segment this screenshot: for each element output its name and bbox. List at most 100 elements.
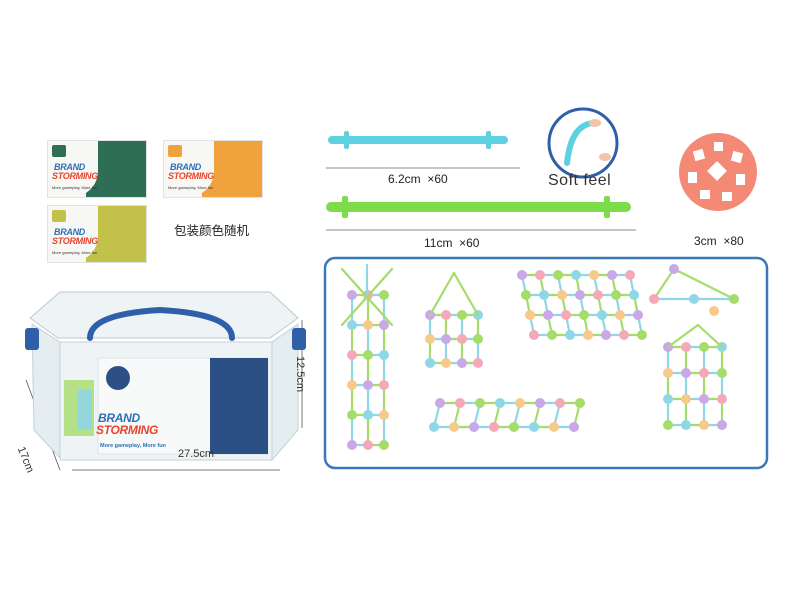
model-ball	[575, 290, 585, 300]
model-ball	[379, 410, 389, 420]
model-ball	[525, 310, 535, 320]
model-ball	[699, 394, 709, 404]
example-models	[340, 263, 739, 450]
model-ball	[663, 368, 673, 378]
model-ball	[565, 330, 575, 340]
model-ball	[601, 330, 611, 340]
long-stick-caption: 11cm ×60	[424, 236, 479, 250]
card-logo-icon	[52, 210, 66, 222]
card-brand-line1: BRAND	[54, 162, 85, 172]
model-ball	[455, 398, 465, 408]
box-width-label: 27.5cm	[178, 448, 215, 460]
model-ball	[681, 394, 691, 404]
model-ball	[363, 440, 373, 450]
examples-frame	[323, 256, 769, 470]
box-lid	[29, 291, 299, 339]
model-ball	[469, 422, 479, 432]
card-tagline: More gameplay, More fun	[168, 185, 214, 190]
model-ball	[547, 330, 557, 340]
card-tagline: More gameplay, More fun	[52, 185, 98, 190]
model-ball	[555, 398, 565, 408]
model-ball	[699, 342, 709, 352]
model-ball	[363, 410, 373, 420]
model-ball	[509, 422, 519, 432]
model-ball	[457, 358, 467, 368]
ball-qty: ×80	[723, 234, 744, 248]
model-ball	[681, 420, 691, 430]
ball-caption: 3cm ×80	[694, 234, 744, 248]
ball-size: 3cm	[694, 234, 717, 248]
model-ball	[571, 270, 581, 280]
model-ball	[347, 440, 357, 450]
model-ball	[495, 398, 505, 408]
model-ball	[593, 290, 603, 300]
model-ball	[663, 394, 673, 404]
card-brand-line1: BRAND	[170, 162, 201, 172]
short-stick-size: 6.2cm	[388, 172, 421, 186]
long-stick	[326, 202, 631, 212]
model-ball	[669, 264, 679, 274]
soft-feel-label: Soft feel	[548, 172, 612, 189]
model-ball	[681, 368, 691, 378]
card-brand-line1: BRAND	[54, 227, 85, 237]
card-logo-icon	[168, 145, 182, 157]
storage-box-illustration	[25, 291, 306, 471]
card-brand-line2: STORMING	[52, 171, 98, 181]
model-ball	[529, 422, 539, 432]
model-ball	[709, 306, 719, 316]
model-ball	[429, 422, 439, 432]
long-stick-illustration	[326, 196, 636, 231]
model-ball	[449, 422, 459, 432]
model-stick	[428, 271, 456, 317]
model-ball	[649, 294, 659, 304]
model-ball	[633, 310, 643, 320]
card-tagline: More gameplay, More fun	[52, 250, 98, 255]
connector-ball-illustration	[679, 133, 757, 211]
model-ball	[539, 290, 549, 300]
model-ball	[615, 310, 625, 320]
model-ball	[473, 358, 483, 368]
model-ball	[347, 410, 357, 420]
model-ball	[535, 398, 545, 408]
model-ball	[441, 334, 451, 344]
short-stick-caption: 6.2cm ×60	[388, 172, 448, 186]
model-stick	[652, 267, 676, 301]
model-ball	[629, 290, 639, 300]
model-ball	[441, 310, 451, 320]
finger-icon	[589, 119, 601, 127]
model-stick	[672, 267, 736, 301]
packaging-card-orange: BRAND STORMING More gameplay, More fun	[163, 140, 263, 198]
model-ball	[569, 422, 579, 432]
model-ball	[515, 398, 525, 408]
model-stick	[452, 271, 480, 317]
model-ball	[579, 310, 589, 320]
model-ball	[457, 334, 467, 344]
model-ball	[549, 422, 559, 432]
model-ball	[473, 334, 483, 344]
model-ball	[589, 270, 599, 280]
model-ball	[521, 290, 531, 300]
model-ball	[689, 294, 699, 304]
model-ball	[717, 394, 727, 404]
model-ball	[611, 290, 621, 300]
short-stick-illustration	[326, 131, 520, 169]
model-ball	[681, 342, 691, 352]
model-ball	[543, 310, 553, 320]
box-right-side	[271, 323, 299, 462]
model-ball	[363, 320, 373, 330]
model-ball	[425, 334, 435, 344]
thumb-icon	[599, 153, 611, 161]
model-ball	[379, 290, 389, 300]
model-ball	[637, 330, 647, 340]
right-clip	[292, 328, 306, 350]
packaging-card-green: BRAND STORMING More gameplay, More fun	[47, 140, 147, 198]
long-stick-size: 11cm	[424, 236, 453, 250]
model-ball	[379, 320, 389, 330]
model-ball	[619, 330, 629, 340]
model-ball	[517, 270, 527, 280]
model-ball	[699, 420, 709, 430]
long-stick-qty: ×60	[459, 236, 480, 250]
box-tagline: More gameplay, More fun	[100, 443, 166, 449]
model-ball	[475, 398, 485, 408]
model-ball	[561, 310, 571, 320]
